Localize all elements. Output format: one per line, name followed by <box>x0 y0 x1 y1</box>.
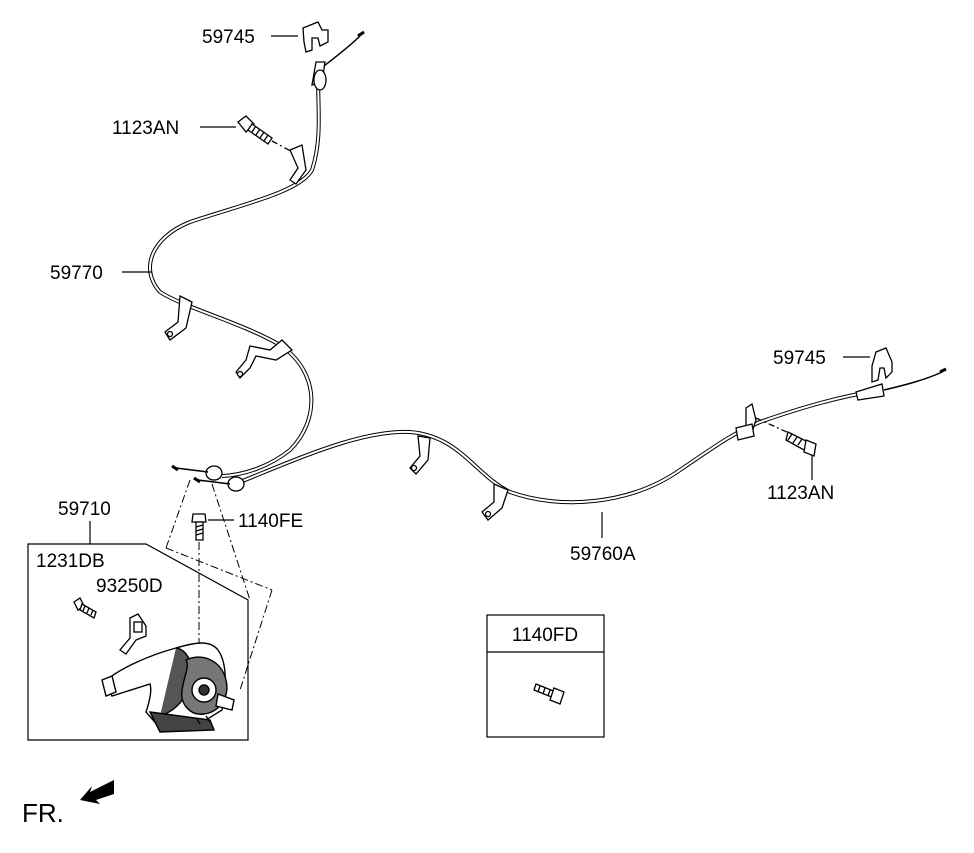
inset-box-title: 1140FD <box>512 625 578 646</box>
clip-59745-top-icon <box>302 21 329 53</box>
inset-box-1140FD: 1140FD <box>486 614 605 738</box>
lever-assembly-box <box>27 543 249 741</box>
bracket-93250D-icon <box>119 613 147 655</box>
cable-bracket-top-icon <box>289 144 307 185</box>
assembly-guide-lines <box>165 479 273 691</box>
cable-bracket-right-icon <box>735 402 801 441</box>
leader-lines <box>89 35 870 544</box>
label-1123AN-top: 1123AN <box>112 118 179 139</box>
bolt-1231DB-icon <box>73 597 97 619</box>
label-59745-top: 59745 <box>202 27 255 48</box>
label-1140FE: 1140FE <box>238 511 303 532</box>
cable-bracket-lower1-icon <box>409 435 431 475</box>
label-59760A: 59760A <box>570 544 636 565</box>
cable-59770 <box>148 30 365 478</box>
label-59745-right: 59745 <box>773 348 826 369</box>
label-59710: 59710 <box>58 499 111 520</box>
bolt-1123AN-right-icon <box>785 431 817 457</box>
cable-59760A <box>234 367 947 505</box>
parking-brake-lever-icon <box>101 642 235 733</box>
bolt-1140FE-icon <box>191 513 207 541</box>
cable-bracket-mid-icon <box>235 339 294 380</box>
label-1123AN-right: 1123AN <box>767 483 834 504</box>
bolt-1140FD-icon <box>533 683 565 705</box>
bolt-1123AN-top-icon <box>237 115 299 156</box>
cable-bracket-lower2-icon <box>481 483 509 521</box>
cable-end-fittings-icon <box>171 464 245 492</box>
label-1231DB: 1231DB <box>36 551 105 572</box>
label-93250D: 93250D <box>96 576 163 597</box>
front-orientation-label: FR. <box>22 798 64 828</box>
clip-59745-right-icon <box>871 347 893 383</box>
cable-bracket-left-icon <box>164 294 193 341</box>
front-arrow-icon <box>80 780 114 804</box>
label-59770: 59770 <box>50 263 103 284</box>
